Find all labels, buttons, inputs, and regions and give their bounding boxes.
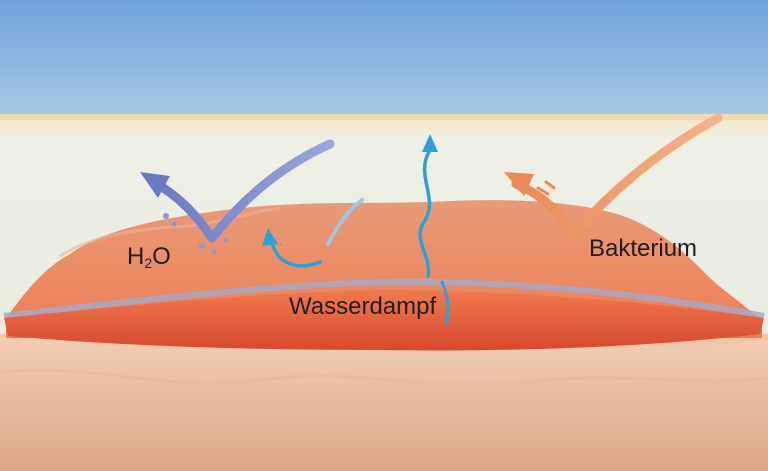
wound-highlight — [59, 206, 281, 258]
bacterium-arrow-icon — [504, 113, 723, 241]
membrane-line — [3, 278, 765, 319]
film-top-edge — [0, 114, 768, 120]
bacterium-label: Bakterium — [589, 235, 698, 262]
skin-tissue — [0, 336, 768, 471]
vapor-arrow-icon — [262, 134, 450, 326]
sky-region — [0, 0, 768, 118]
water-label: H2O — [127, 243, 171, 271]
vapor-label: Wasserdampf — [289, 293, 437, 320]
wound-core — [4, 290, 764, 351]
skin-contour — [0, 368, 768, 387]
water-arrow-icon — [140, 139, 335, 255]
